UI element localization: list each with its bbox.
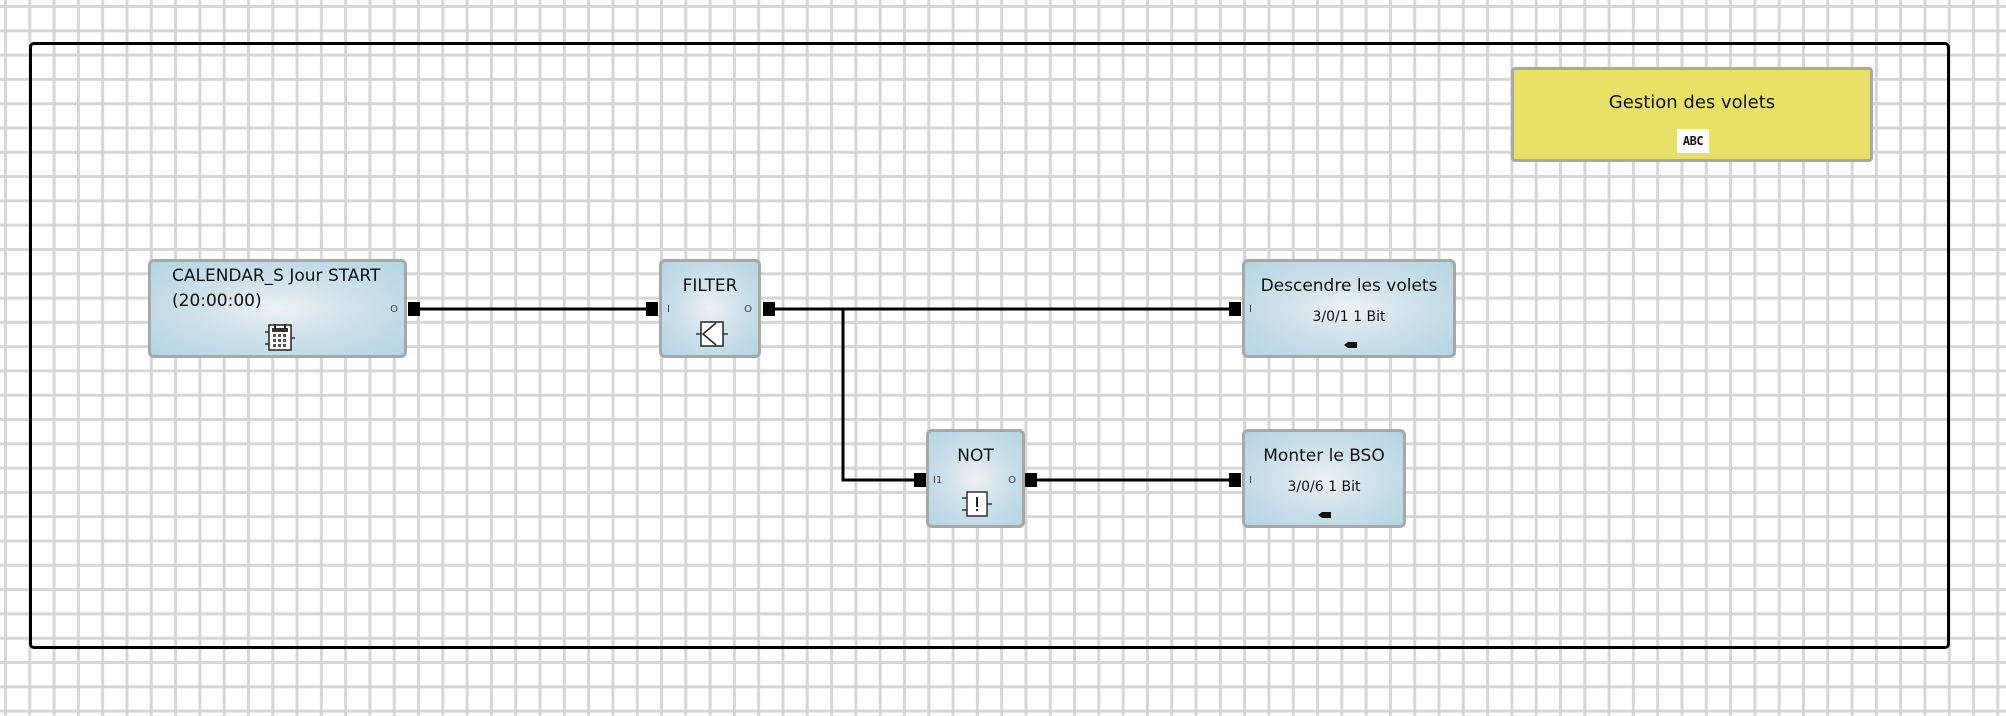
port-label-output: O <box>744 304 752 315</box>
node-filter[interactable]: FILTER I O <box>659 259 761 358</box>
port-not-in[interactable] <box>914 473 926 487</box>
port-calendar-out[interactable] <box>408 302 420 316</box>
node-not[interactable]: NOT I1 O <box>926 429 1025 528</box>
port-monter-in[interactable] <box>1229 473 1241 487</box>
port-label-input: I1 <box>933 475 943 486</box>
group-address-icon <box>1344 342 1357 348</box>
port-descendre-in[interactable] <box>1229 302 1241 316</box>
comment-block[interactable]: Gestion des volets ABC <box>1511 67 1873 162</box>
port-label-output: O <box>390 304 398 315</box>
calendar-icon <box>265 324 295 351</box>
port-label-input: I <box>667 304 670 315</box>
node-title: Descendre les volets <box>1260 276 1438 296</box>
diagram-frame <box>29 42 1950 649</box>
port-label-input: I <box>1249 475 1252 486</box>
port-filter-in[interactable] <box>646 302 658 316</box>
node-title: NOT <box>957 446 994 466</box>
node-title: CALENDAR_S Jour START <box>172 266 381 286</box>
node-calendar[interactable]: CALENDAR_S Jour START (20:00:00) O <box>148 259 407 358</box>
comment-title: Gestion des volets <box>1608 92 1776 113</box>
group-address-icon <box>1318 512 1331 518</box>
not-gate-icon <box>962 491 992 517</box>
node-monter-le-bso[interactable]: Monter le BSO 3/0/6 1 Bit I <box>1242 429 1406 528</box>
port-label-output: O <box>1008 475 1016 486</box>
group-address: 3/0/1 1 Bit <box>1312 309 1386 325</box>
port-filter-out[interactable] <box>763 302 775 316</box>
text-abc-icon: ABC <box>1677 129 1709 153</box>
node-subtitle: (20:00:00) <box>172 291 262 311</box>
node-descendre-les-volets[interactable]: Descendre les volets 3/0/1 1 Bit I <box>1242 259 1456 358</box>
wire-filter-to-not[interactable] <box>841 309 914 482</box>
port-label-input: I <box>1249 304 1252 315</box>
port-not-out[interactable] <box>1025 473 1037 487</box>
filter-icon <box>696 321 728 347</box>
node-title: FILTER <box>682 276 738 296</box>
node-title: Monter le BSO <box>1263 446 1385 466</box>
group-address: 3/0/6 1 Bit <box>1287 479 1361 495</box>
